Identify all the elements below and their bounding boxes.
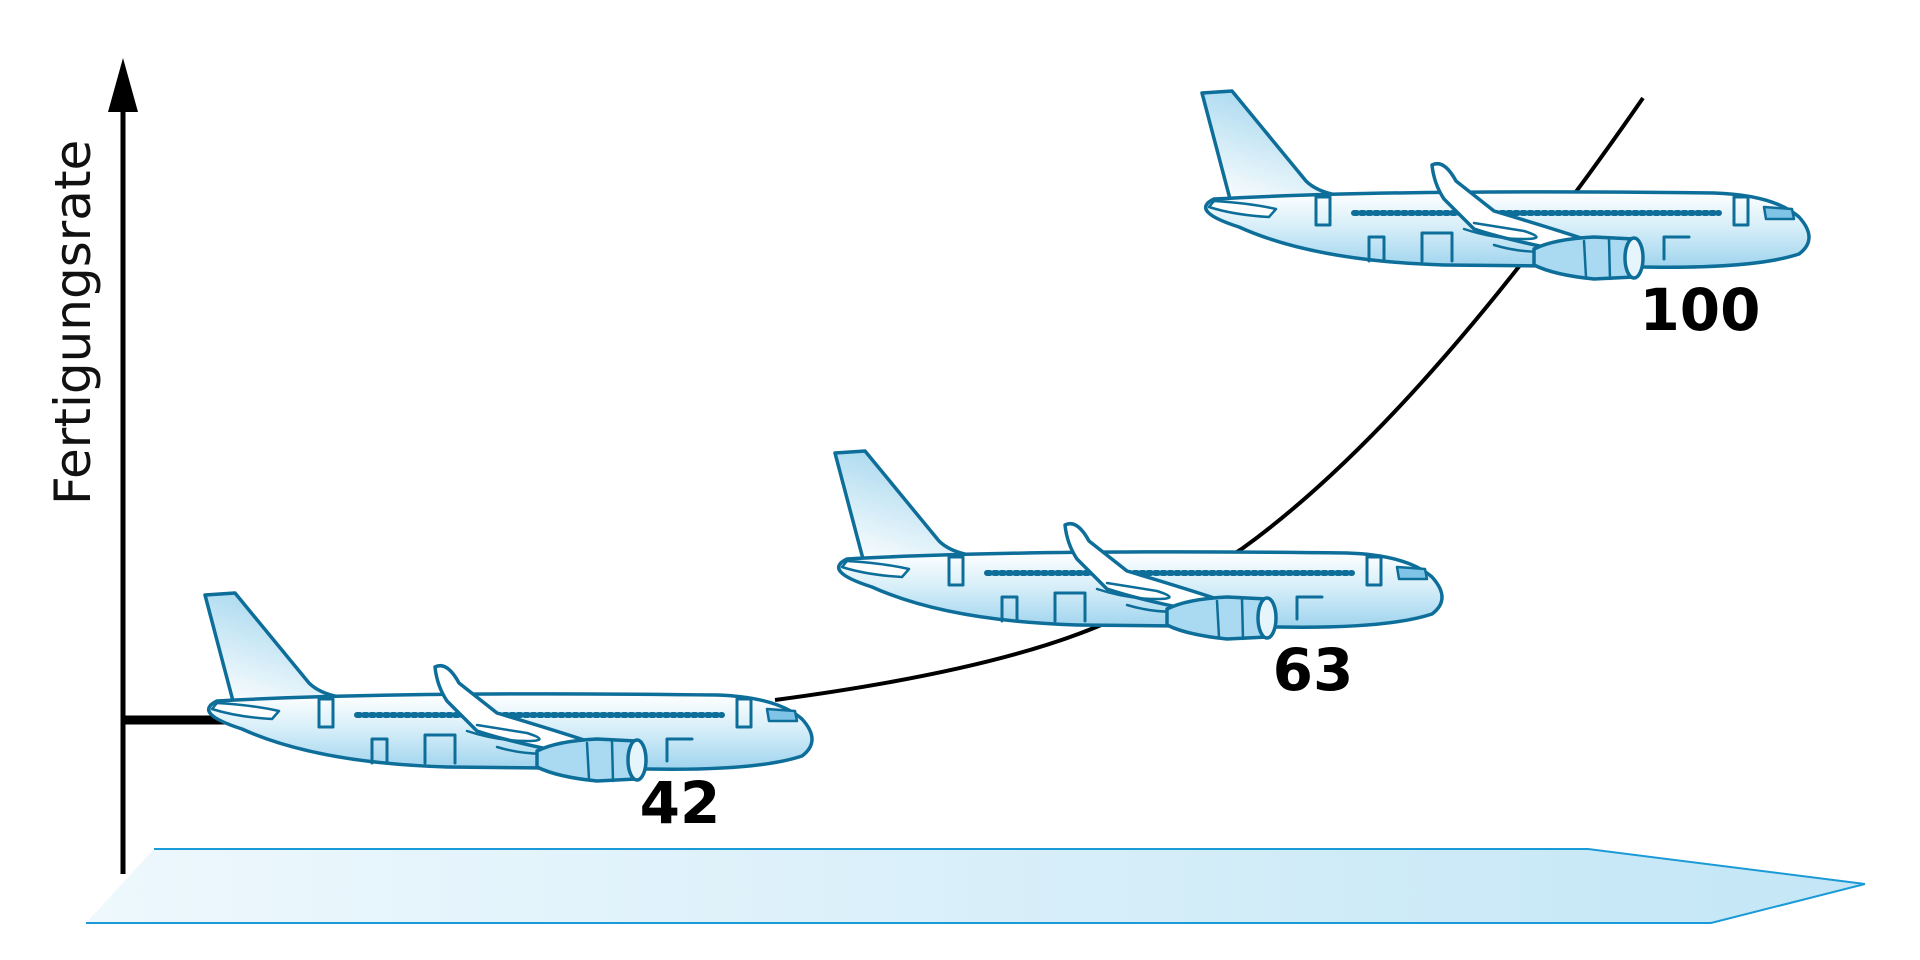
aircraft-stage-3 bbox=[1202, 91, 1809, 279]
rate-label-stage-1: 42 bbox=[640, 769, 721, 837]
rate-label-stage-3: 100 bbox=[1639, 276, 1760, 344]
timeline-ribbon-edge bbox=[154, 848, 1866, 885]
y-axis-label: Fertigungsrate bbox=[44, 140, 102, 505]
aircraft-stage-2 bbox=[835, 451, 1442, 639]
aircraft-stage-1 bbox=[205, 593, 812, 781]
timeline-ribbon bbox=[86, 849, 1865, 923]
rate-label-stage-2: 63 bbox=[1273, 636, 1354, 704]
timeline-ribbon-edge-bottom bbox=[86, 883, 1866, 924]
y-axis-arrow-icon bbox=[108, 58, 138, 112]
